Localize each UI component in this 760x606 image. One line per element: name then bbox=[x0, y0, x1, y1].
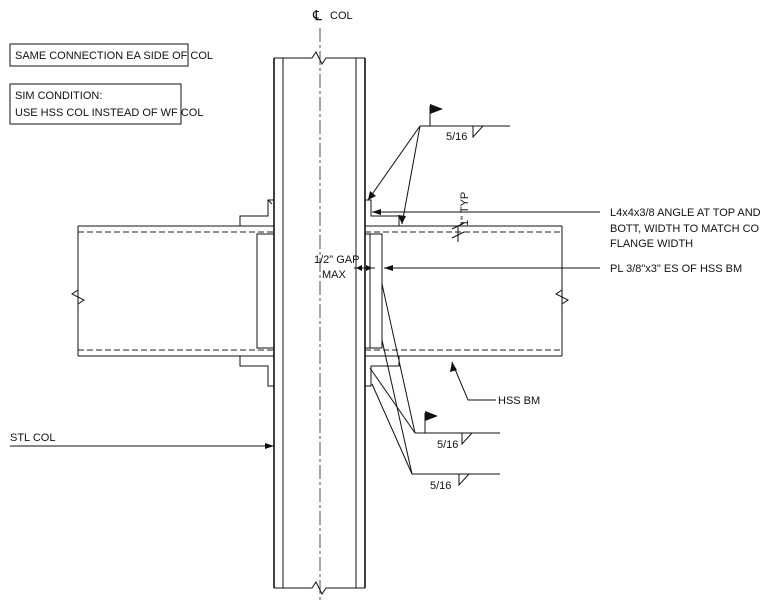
note-sim-condition-line1: SIM CONDITION: bbox=[15, 90, 102, 102]
hss-beam-callout: HSS BM bbox=[450, 361, 540, 407]
angle-callout-line1: L4x4x3/8 ANGLE AT TOP AND bbox=[610, 207, 760, 219]
centerline-col-text: COL bbox=[330, 10, 353, 22]
steel-column-callout: STL COL bbox=[10, 432, 274, 449]
note-same-connection: SAME CONNECTION EA SIDE OF COL bbox=[9, 43, 213, 67]
gap-callout: 1/2" GAP MAX bbox=[314, 254, 375, 281]
typ-dimension-text: 1" TYP bbox=[459, 192, 471, 226]
left-end-plate bbox=[256, 233, 275, 349]
right-hss-beam bbox=[365, 225, 569, 357]
left-hss-beam bbox=[71, 225, 274, 357]
weld-mid-size: 5/16 bbox=[437, 439, 458, 451]
note-same-connection-text: SAME CONNECTION EA SIDE OF COL bbox=[15, 50, 213, 62]
weld-symbol-middle: 5/16 bbox=[369, 283, 500, 451]
field-weld-flag-icon bbox=[425, 411, 438, 421]
right-end-plate bbox=[364, 233, 383, 349]
steel-column bbox=[273, 28, 366, 600]
column-centerline-label: ℄ COL bbox=[312, 7, 353, 23]
centerline-symbol: ℄ bbox=[312, 7, 322, 23]
note-sim-condition: SIM CONDITION: USE HSS COL INSTEAD OF WF… bbox=[9, 83, 203, 125]
weld-bottom-size: 5/16 bbox=[430, 480, 451, 492]
field-weld-flag-icon bbox=[430, 104, 443, 114]
plate-callout: PL 3/8"x3" ES OF HSS BM bbox=[384, 263, 742, 275]
weld-top-size: 5/16 bbox=[446, 131, 467, 143]
gap-callout-line2: MAX bbox=[322, 269, 347, 281]
angle-callout: L4x4x3/8 ANGLE AT TOP AND BOTT, WIDTH TO… bbox=[372, 207, 760, 250]
weld-symbol-bottom: 5/16 bbox=[371, 339, 500, 492]
plate-callout-text: PL 3/8"x3" ES OF HSS BM bbox=[610, 263, 742, 275]
angle-bottom-right bbox=[365, 355, 400, 387]
angle-bottom-left bbox=[239, 355, 274, 387]
note-sim-condition-line2: USE HSS COL INSTEAD OF WF COL bbox=[15, 107, 203, 119]
gap-callout-line1: 1/2" GAP bbox=[314, 254, 359, 266]
typ-dimension: 1" TYP bbox=[451, 192, 471, 242]
angle-callout-line2: BOTT, WIDTH TO MATCH COL bbox=[610, 223, 760, 235]
angle-top-left bbox=[239, 199, 274, 227]
weld-symbol-top: 5/16 bbox=[367, 104, 510, 225]
hss-beam-callout-text: HSS BM bbox=[498, 395, 540, 407]
angle-callout-line3: FLANGE WIDTH bbox=[610, 238, 693, 250]
angle-top-right bbox=[365, 199, 400, 227]
steel-column-callout-text: STL COL bbox=[10, 432, 55, 444]
